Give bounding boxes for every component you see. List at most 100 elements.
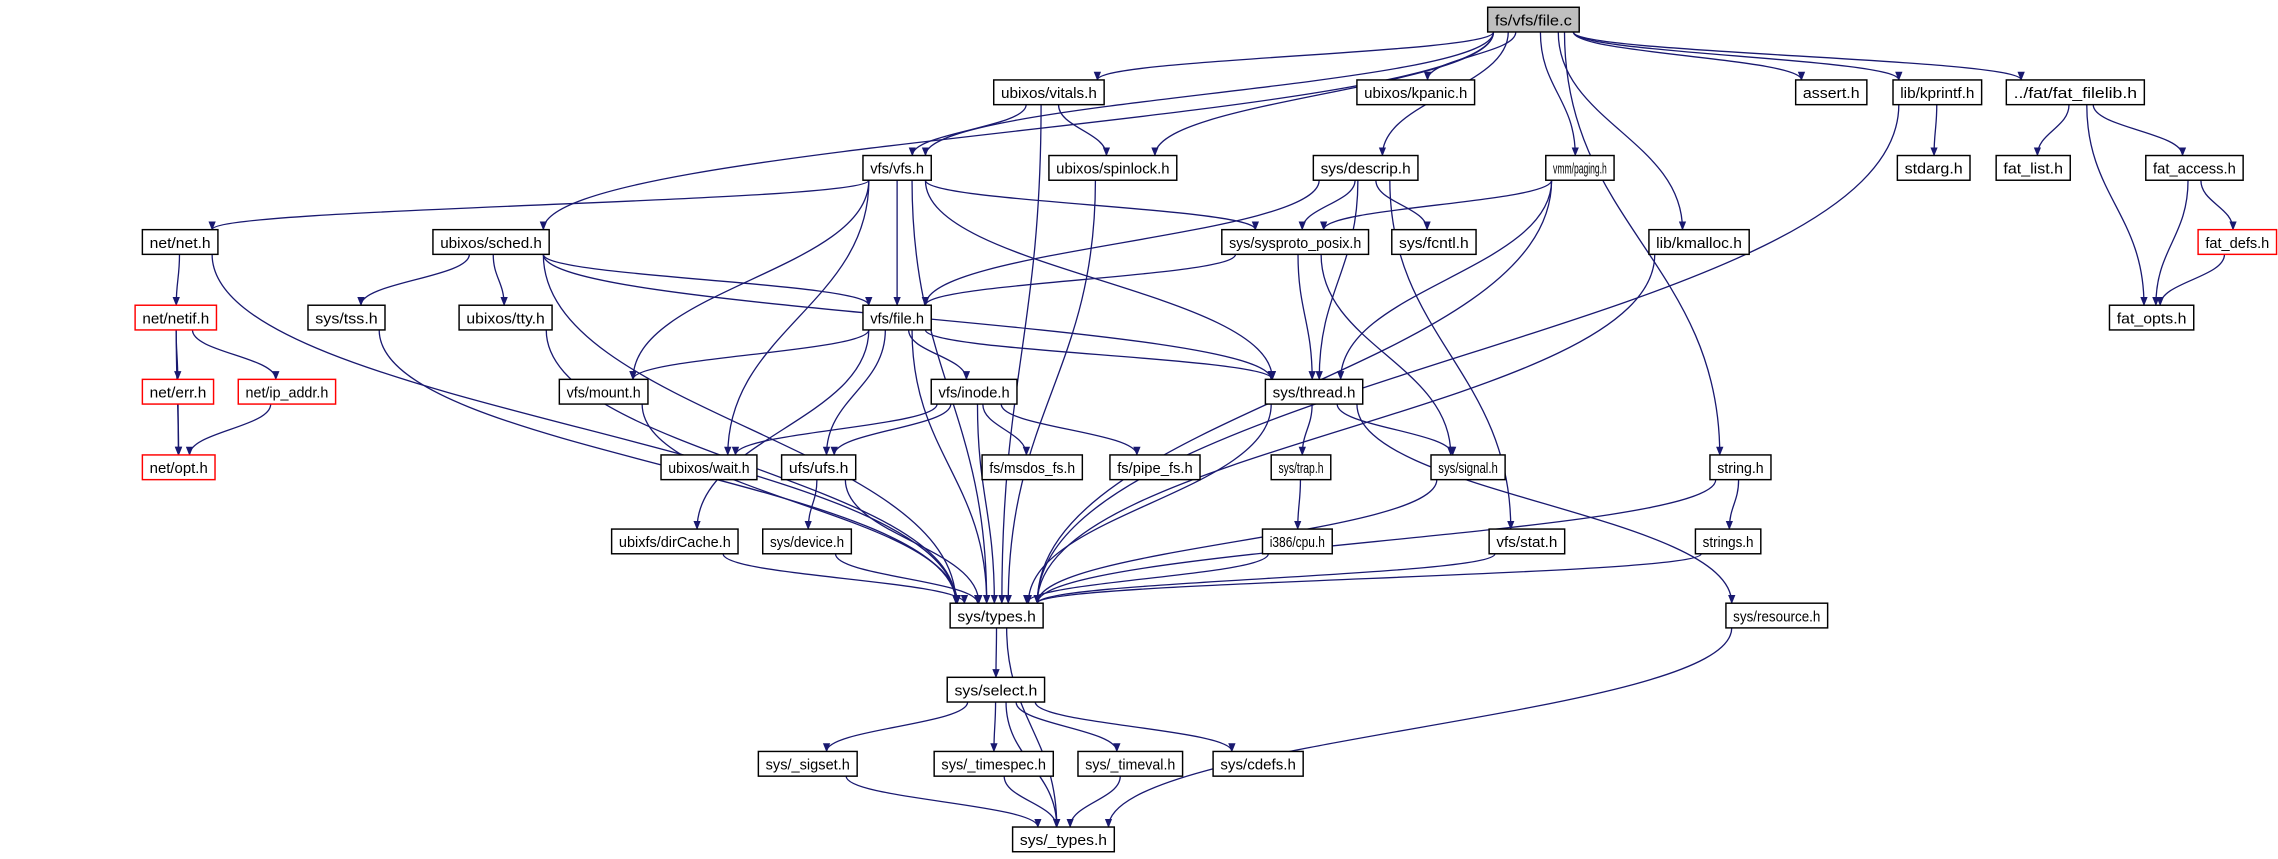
edge-fat-fat-filelib-h-to-fat-opts-h (2086, 104, 2148, 307)
node-label: ubixos/tty.h (466, 311, 544, 327)
node-vfs-stat-h[interactable]: vfs/stat.h (1488, 528, 1566, 555)
node-ubixfs-dircache-h[interactable]: ubixfs/dirCache.h (610, 528, 739, 555)
node-sys-types-h[interactable]: sys/_types.h (1011, 826, 1116, 853)
edge-vfs-inode-h-to-fs-msdos-fs-h (982, 404, 1031, 456)
node-label: sys/_sigset.h (766, 758, 850, 774)
node-label: vmm/paging.h (1553, 162, 1607, 178)
node-net-netif-h[interactable]: net/netif.h (134, 304, 218, 331)
node-sys-sysproto-posix-h[interactable]: sys/sysproto_posix.h (1221, 228, 1370, 256)
node-fat-opts-h[interactable]: fat_opts.h (2108, 304, 2195, 331)
node-sys-thread-h[interactable]: sys/thread.h (1264, 378, 1364, 405)
node-sys-fcntl-h[interactable]: sys/fcntl.h (1391, 228, 1477, 256)
node-ubixos-kpanic-h[interactable]: ubixos/kpanic.h (1356, 79, 1476, 106)
node-label: sys/device.h (770, 535, 844, 551)
node-box (610, 528, 739, 555)
edge-ubixfs-dircache-h-to-sys-types-h (722, 553, 969, 605)
node-sys-device-h[interactable]: sys/device.h (761, 528, 853, 555)
node-net-ip-addr-h[interactable]: net/ip_addr.h (237, 378, 337, 405)
edge-vfs-file-h-to-ufs-ufs-h (822, 329, 886, 456)
node-sys-signal-h[interactable]: sys/signal.h (1430, 454, 1506, 481)
node-box (307, 304, 386, 331)
node-fs-pipe-fs-h[interactable]: fs/pipe_fs.h (1109, 454, 1201, 481)
edge-sys-sigset-h-to-sys-types-h (845, 775, 1042, 828)
edge-ubixos-vitals-h-to-ubixos-spinlock-h (1057, 104, 1111, 157)
node-fs-vfs-file-c[interactable]: fs/vfs/file.c (1486, 6, 1580, 33)
node-fs-msdos-fs-h[interactable]: fs/msdos_fs.h (981, 454, 1084, 481)
node-ubixos-sched-h[interactable]: ubixos/sched.h (432, 228, 550, 256)
node-vfs-mount-h[interactable]: vfs/mount.h (558, 378, 649, 405)
node-stdarg-h[interactable]: stdarg.h (1896, 154, 1971, 181)
node-ubixos-vitals-h[interactable]: ubixos/vitals.h (992, 79, 1105, 106)
node-ubixos-tty-h[interactable]: ubixos/tty.h (458, 304, 553, 331)
node-fat-fat-filelib-h[interactable]: ../fat/fat_filelib.h (2005, 79, 2146, 106)
node-lib-kprintf-h[interactable]: lib/kprintf.h (1892, 79, 1983, 106)
node-ufs-ufs-h[interactable]: ufs/ufs.h (780, 454, 857, 481)
edge-sys-sysproto-posix-h-to-vfs-file-h (921, 254, 1237, 307)
node-net-err-h[interactable]: net/err.h (141, 378, 215, 405)
edge-fs-vfs-file-c-to-ubixos-kpanic-h (1423, 31, 1517, 81)
node-sys-descrip-h[interactable]: sys/descrip.h (1312, 154, 1419, 181)
edge-net-net-h-to-net-netif-h (172, 254, 181, 307)
node-assert-h[interactable]: assert.h (1794, 79, 1868, 106)
node-ubixos-spinlock-h[interactable]: ubixos/spinlock.h (1048, 154, 1178, 181)
node-sys-timeval-h[interactable]: sys/_timeval.h (1077, 750, 1184, 777)
node-sys-sigset-h[interactable]: sys/_sigset.h (757, 750, 858, 777)
edges-layer (172, 31, 2237, 828)
node-sys-select-h[interactable]: sys/select.h (946, 676, 1046, 703)
node-ubixos-wait-h[interactable]: ubixos/wait.h (660, 454, 758, 481)
node-box (1488, 528, 1566, 555)
node-label: sys/thread.h (1273, 386, 1356, 402)
node-label: sys/_timeval.h (1085, 758, 1175, 774)
node-sys-trap-h[interactable]: sys/trap.h (1270, 454, 1332, 481)
edge-fat-fat-filelib-h-to-fat-list-h (2033, 104, 2070, 157)
node-box (933, 750, 1055, 777)
node-sys-cdefs-h[interactable]: sys/cdefs.h (1212, 750, 1304, 777)
node-sys-resource-h[interactable]: sys/resource.h (1725, 602, 1829, 629)
node-strings-h[interactable]: strings.h (1694, 528, 1762, 555)
node-sys-types-h[interactable]: sys/types.h (949, 602, 1044, 629)
node-vfs-file-h[interactable]: vfs/file.h (862, 304, 932, 331)
node-box (660, 454, 758, 481)
node-box (458, 304, 553, 331)
node-string-h[interactable]: string.h (1709, 454, 1772, 481)
edge-sys-timeval-h-to-sys-types-h (1066, 776, 1121, 828)
node-label: sys/sysproto_posix.h (1229, 236, 1361, 252)
node-vfs-inode-h[interactable]: vfs/inode.h (930, 378, 1018, 405)
edge-sys-descrip-h-to-vfs-file-h (921, 180, 1320, 307)
node-label: ubixfs/dirCache.h (619, 535, 731, 551)
node-i386-cpu-h[interactable]: i386/cpu.h (1261, 528, 1333, 555)
edge-fs-vfs-file-c-to-ubixos-vitals-h (1093, 31, 1495, 81)
node-box (1109, 454, 1201, 481)
node-net-net-h[interactable]: net/net.h (141, 228, 219, 256)
node-box (1048, 154, 1178, 181)
node-label: fat_opts.h (2117, 311, 2187, 327)
node-vfs-vfs-h[interactable]: vfs/vfs.h (862, 154, 932, 181)
edge-vfs-mount-h-to-sys-types-h (641, 404, 961, 605)
node-lib-kmalloc-h[interactable]: lib/kmalloc.h (1648, 228, 1750, 256)
edge-net-ip-addr-h-to-net-opt-h (185, 403, 272, 456)
node-label: ubixos/sched.h (440, 236, 542, 252)
edge-fs-vfs-file-c-to-fat-fat-filelib-h (1572, 31, 2025, 81)
edge-sys-select-h-to-sys-timespec-h (990, 702, 998, 753)
node-label: net/ip_addr.h (246, 386, 329, 402)
nodes-layer: fs/vfs/file.c ubixos/vitals.h ubixos/kpani… (134, 6, 2278, 853)
node-fat-access-h[interactable]: fat_access.h (2145, 154, 2244, 181)
node-vmm-paging-h[interactable]: vmm/paging.h (1545, 154, 1615, 181)
node-label: vfs/file.h (870, 311, 924, 327)
node-label: fat_list.h (2003, 162, 2063, 178)
edge-string-h-to-sys-types-h (1033, 479, 1717, 605)
node-box (432, 228, 550, 256)
node-box (757, 750, 858, 777)
node-label: fs/pipe_fs.h (1117, 461, 1193, 477)
edge-fs-vfs-file-c-to-vmm-paging-h (1539, 31, 1579, 157)
node-sys-tss-h[interactable]: sys/tss.h (307, 304, 386, 331)
node-sys-timespec-h[interactable]: sys/_timespec.h (933, 750, 1055, 777)
node-net-opt-h[interactable]: net/opt.h (141, 454, 216, 481)
node-fat-defs-h[interactable]: fat_defs.h (2197, 228, 2278, 256)
node-fat-list-h[interactable]: fat_list.h (1995, 154, 2071, 181)
edge-string-h-to-strings-h (1725, 479, 1740, 530)
node-box (1356, 79, 1476, 106)
node-label: sys/_timespec.h (941, 758, 1046, 774)
node-label: i386/cpu.h (1270, 535, 1325, 551)
edge-lib-kprintf-h-to-sys-types-h (1033, 104, 1900, 605)
